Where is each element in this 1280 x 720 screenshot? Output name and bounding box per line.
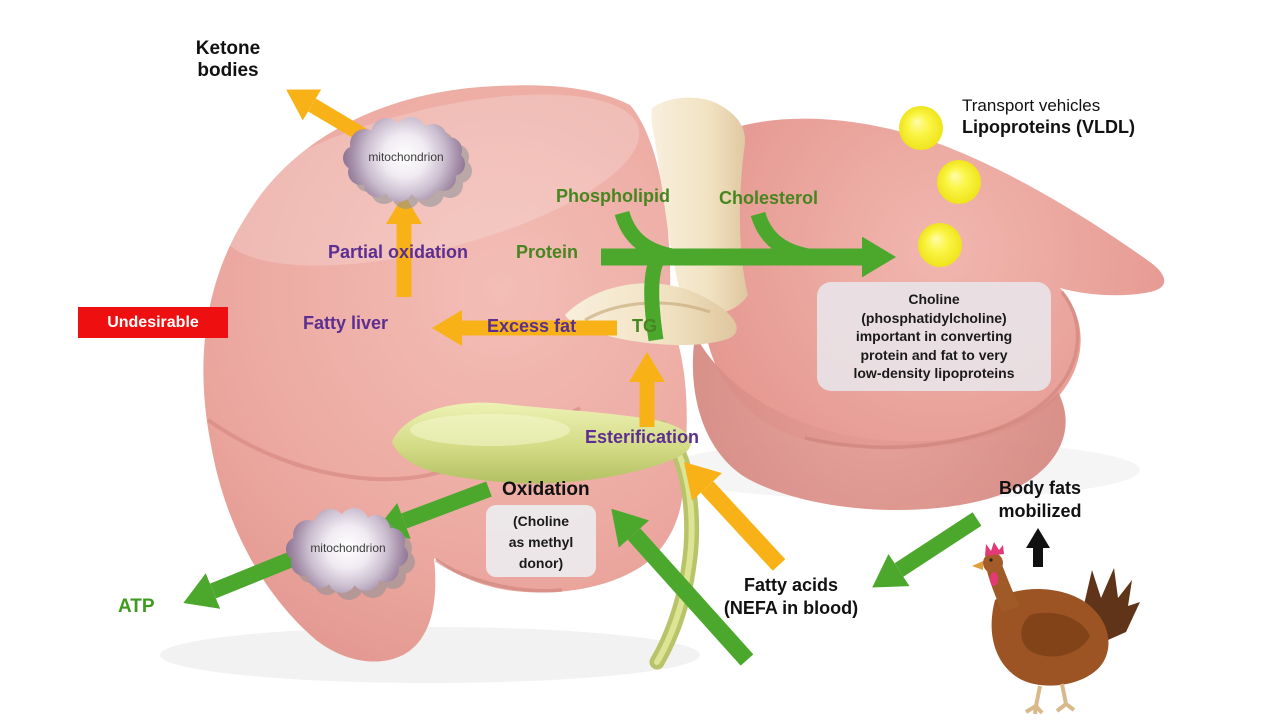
label-mitochondrion-top: mitochondrion: [368, 150, 444, 164]
label-body-fats-mobilized: Body fats mobilized: [998, 478, 1082, 521]
vldl-particle-3: [918, 223, 962, 267]
vldl-particles: [899, 106, 981, 267]
chicken-wing: [1021, 612, 1090, 657]
chicken-image: [972, 542, 1140, 715]
liver-shadow: [160, 627, 700, 683]
arrow-fatty-acids-to-esterification: [683, 462, 786, 571]
label-esterification: Esterification: [585, 427, 700, 447]
label-transport-vehicles: Transport vehicles: [962, 96, 1101, 115]
label-ketone-bodies: Ketone bodies: [195, 38, 261, 81]
label-mitochondrion-bottom: mitochondrion: [310, 541, 386, 555]
undesirable-badge: Undesirable: [78, 307, 228, 338]
label-fatty-acids: Fatty acids (NEFA in blood): [723, 575, 859, 618]
chicken-legs: [1024, 683, 1076, 715]
chicken-comb: [985, 542, 1004, 556]
label-fatty-liver: Fatty liver: [303, 313, 389, 333]
label-tg: TG: [632, 316, 657, 336]
arrow-fatty-acids-to-oxidation: [611, 508, 754, 666]
label-partial-oxidation: Partial oxidation: [328, 242, 469, 262]
choline-methyl-box: (Choline as methyl donor): [486, 505, 596, 577]
arrow-mitochondrion-to-atp: [183, 549, 301, 609]
label-cholesterol: Cholesterol: [719, 188, 819, 208]
label-atp: ATP: [118, 596, 155, 617]
green-arrows: [183, 210, 982, 666]
label-excess-fat: Excess fat: [487, 316, 577, 336]
bile-duct-highlight: [654, 425, 695, 665]
vldl-particle-1: [899, 106, 943, 150]
liver-lobe-contour: [804, 290, 1080, 449]
label-protein: Protein: [516, 242, 579, 262]
arrow-chicken-to-fatty-acids: [872, 512, 982, 588]
choline-note-box: Choline (phosphatidylcholine) important …: [817, 282, 1051, 391]
chicken-eye: [989, 558, 993, 562]
liver-fold-line-2: [435, 558, 563, 593]
label-phospholipid: Phospholipid: [556, 186, 670, 206]
arrow-oxidation-to-mitochondrion: [374, 481, 492, 539]
chicken-beak: [972, 561, 983, 570]
gallbladder-highlight: [410, 414, 570, 446]
chicken-head: [983, 553, 1003, 573]
vldl-particle-2: [937, 160, 981, 204]
label-oxidation: Oxidation: [502, 479, 590, 500]
liver-lower-right-lobe: [692, 335, 1066, 511]
label-lipoproteins-vldl: Lipoproteins (VLDL): [962, 117, 1135, 137]
chicken-wattle: [990, 572, 998, 586]
